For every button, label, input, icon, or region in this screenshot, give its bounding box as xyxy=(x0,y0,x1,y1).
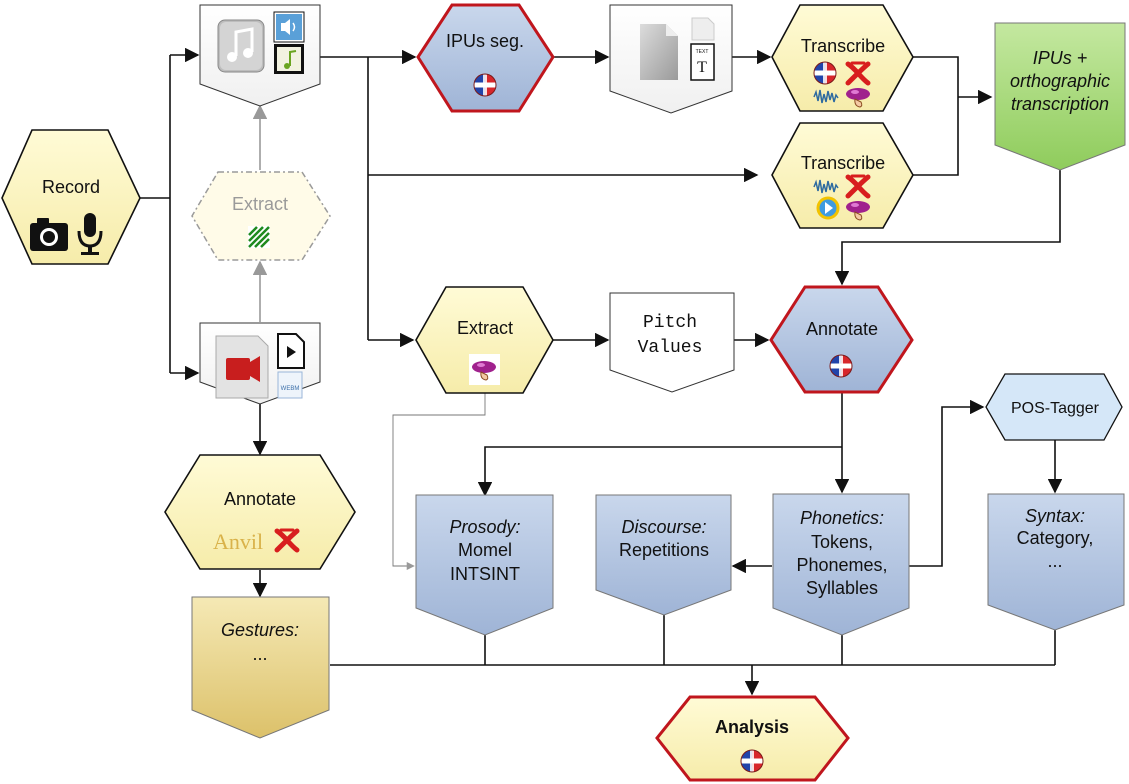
text-file-icon: TEXT T xyxy=(690,43,715,81)
analysis-label: Analysis xyxy=(715,717,789,737)
ipus-transcription-line2: orthographic xyxy=(1010,71,1110,91)
node-annotate-main: Annotate xyxy=(769,285,914,394)
sppas-icon xyxy=(740,749,764,773)
node-gestures: Gestures: ... xyxy=(191,596,330,739)
node-syntax: Syntax: Category, ... xyxy=(987,493,1125,631)
ipus-transcription-line1: IPUs + xyxy=(1033,48,1088,68)
music-file-icon xyxy=(217,19,265,73)
webm-file-icon: WEBM xyxy=(277,371,303,399)
phonetics-line3: Phonemes, xyxy=(796,555,887,575)
node-transcribe-2: Transcribe xyxy=(771,122,914,229)
edge-transcription-annotate xyxy=(834,170,1061,286)
syntax-line2: Category, xyxy=(1017,528,1094,548)
discourse-line2: Repetitions xyxy=(619,540,709,560)
camera-icon xyxy=(30,218,68,251)
edges xyxy=(140,47,1063,696)
ipus-seg-label: IPUs seg. xyxy=(446,31,524,51)
ffmpeg-icon xyxy=(248,226,270,248)
pitch-values-line2: Values xyxy=(638,338,703,358)
speaker-icon xyxy=(273,11,305,43)
gestures-body: ... xyxy=(252,644,267,664)
edges-grey xyxy=(252,104,486,571)
discourse-title: Discourse: xyxy=(621,517,706,537)
edge-collect xyxy=(330,615,1056,666)
annotate-video-label: Annotate xyxy=(224,489,296,509)
node-annotate-video: Annotate Anvil xyxy=(164,454,356,570)
edge-record-branch xyxy=(140,55,171,373)
text-file-letter: T xyxy=(697,59,707,76)
node-video-file: WEBM xyxy=(199,322,321,405)
page-icon xyxy=(691,17,715,41)
sppas-icon xyxy=(813,61,837,85)
ipus-transcription-line3: transcription xyxy=(1011,94,1109,114)
node-record: Record xyxy=(1,129,141,265)
generic-file-icon xyxy=(640,24,678,80)
player-icon xyxy=(816,196,840,220)
music-note-icon xyxy=(274,44,304,74)
prosody-line2: Momel xyxy=(458,540,512,560)
transcribe-1-label: Transcribe xyxy=(801,36,885,56)
node-text-file: TEXT T xyxy=(609,4,733,114)
sppas-icon xyxy=(829,354,853,378)
extract-video-label: Extract xyxy=(232,194,288,214)
node-prosody: Prosody: Momel INTSINT xyxy=(415,494,554,636)
text-file-badge: TEXT xyxy=(696,49,709,55)
transcribe-2-label: Transcribe xyxy=(801,153,885,173)
node-extract-pitch: Extract xyxy=(415,286,554,394)
play-file-icon xyxy=(277,333,305,369)
edge-phonetics-pos xyxy=(908,399,985,567)
edge-annotate-prosody xyxy=(477,446,842,497)
pos-tagger-label: POS-Tagger xyxy=(1011,400,1100,417)
phonetics-line4: Syllables xyxy=(806,578,878,598)
elan-icon xyxy=(846,174,870,198)
sppas-icon xyxy=(473,73,497,97)
elan-icon xyxy=(275,528,299,552)
webm-badge: WEBM xyxy=(281,386,300,392)
annotate-main-label: Annotate xyxy=(806,319,878,339)
node-ipus-transcription: IPUs + orthographic transcription xyxy=(994,22,1126,171)
pitch-values-line1: Pitch xyxy=(643,313,697,333)
anvil-logo: Anvil xyxy=(213,529,263,554)
node-phonetics: Phonetics: Tokens, Phonemes, Syllables xyxy=(772,493,910,636)
node-audio-file xyxy=(199,4,321,107)
phonetics-title: Phonetics: xyxy=(800,508,884,528)
node-pos-tagger: POS-Tagger xyxy=(985,373,1123,441)
node-extract-video: Extract xyxy=(191,171,331,261)
edge-extract-prosody xyxy=(392,393,486,571)
elan-icon xyxy=(846,61,870,85)
edge-transcribe-merge xyxy=(913,56,959,176)
node-discourse: Discourse: Repetitions xyxy=(595,494,732,616)
gestures-title: Gestures: xyxy=(221,620,299,640)
node-analysis: Analysis xyxy=(655,695,850,782)
node-pitch-values: Pitch Values xyxy=(609,292,735,393)
prosody-line3: INTSINT xyxy=(450,564,520,584)
syntax-title: Syntax: xyxy=(1025,506,1085,526)
phonetics-line2: Tokens, xyxy=(811,532,873,552)
prosody-title: Prosody: xyxy=(449,517,520,537)
syntax-line3: ... xyxy=(1047,551,1062,571)
microphone-icon xyxy=(77,213,103,255)
video-file-icon xyxy=(215,335,269,399)
record-label: Record xyxy=(42,177,100,197)
node-transcribe-1: Transcribe xyxy=(771,4,914,112)
node-ipus-seg: IPUs seg. xyxy=(416,3,555,113)
extract-pitch-label: Extract xyxy=(457,318,513,338)
